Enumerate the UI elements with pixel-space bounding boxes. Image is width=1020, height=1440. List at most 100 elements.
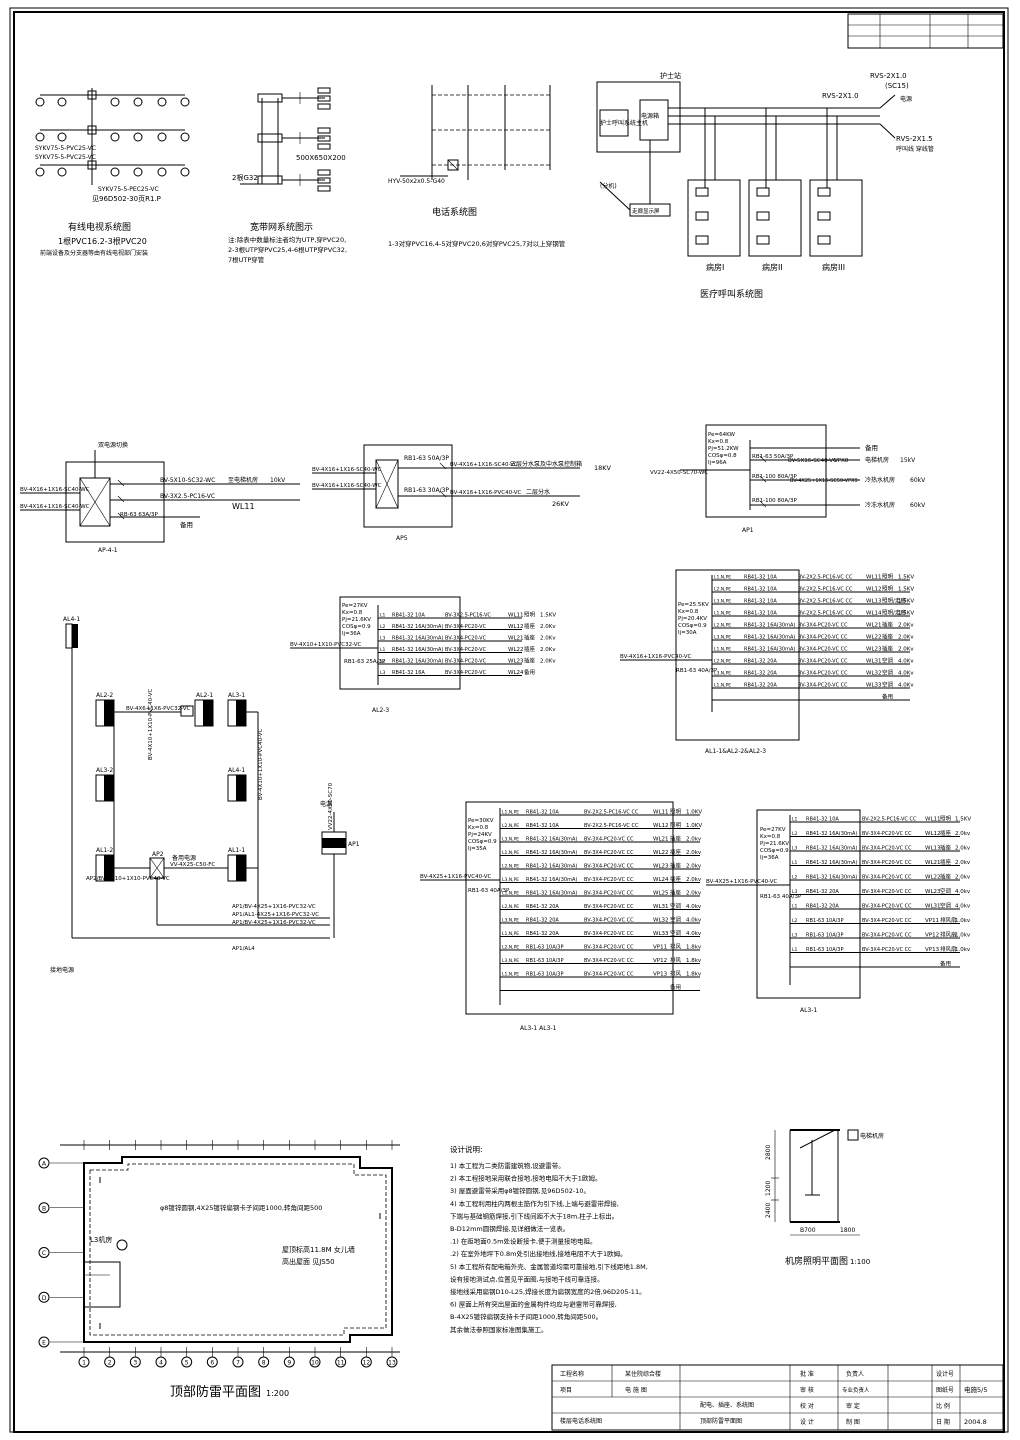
riser-ap1: AP1	[348, 841, 360, 848]
circuit-cable: BV-3X4-PC20-VC CC	[862, 889, 912, 895]
al31-main: RB1-63 40A/3P	[468, 888, 510, 894]
tb-drawing-name-2: 楼层电话系统图	[560, 1417, 602, 1425]
note-line: 1) 本工程为二类防雷建筑物,设避雷带。	[450, 1161, 565, 1170]
tb-drawing-name-1: 配电、插座、系统图	[700, 1401, 754, 1409]
nurse-main: 护士呼叫系统主机	[600, 119, 648, 127]
al1-main: RB1-63 40A/3P	[676, 668, 718, 674]
panel-al4	[706, 809, 861, 999]
al1-cos: COSφ=0.9	[678, 623, 707, 629]
circuit-cable: BV-3X4-PC20-VC CC	[584, 904, 634, 910]
panel-ap5	[312, 444, 580, 528]
phone-diagram	[400, 85, 551, 180]
ap1-o3-kw: 60kV	[910, 502, 926, 509]
circuit-use: 插座	[524, 622, 536, 630]
al23-kx: Kx=0.8	[342, 610, 363, 616]
circuit-load: 1.5KV	[540, 613, 556, 619]
circuit-cable: BV-2X2.5-PC16-VC CC	[798, 599, 853, 605]
circuit-breaker: RB41-32 16A(30mA)	[526, 891, 577, 897]
circuit-breaker: RB41-32 16A	[392, 670, 425, 676]
riser-al21: AL2-1	[196, 692, 213, 699]
circuit-breaker: RB41-32 16A(30mA)	[392, 659, 443, 665]
circuit-cable: BV-3X4-PC20-VC CC	[584, 850, 634, 856]
ap5-o2-label: 二层分水	[526, 488, 550, 496]
circuit-cable: BV-3X4-PC20-VC	[445, 624, 487, 630]
circuit-cable: BV-3X4-PC20-VC CC	[584, 837, 634, 843]
al23-id: AL2-3	[372, 707, 389, 714]
circuit-breaker: RB41-32 10A	[744, 575, 777, 581]
ap1-b1: RB1-63 50A/3P	[752, 454, 794, 460]
circuit-breaker: RB41-32 20A	[526, 931, 559, 937]
phone-cable: HYV-50x2x0.5-G40	[388, 178, 445, 185]
nurse-ward-1: 病房I	[706, 262, 724, 272]
circuit-cable: BV-3X2.5-PC16-VC	[445, 613, 491, 619]
circuit-cable: BV-2X2.5-PC16-VC CC	[862, 817, 917, 823]
nurse-ward-3: 病房III	[822, 262, 845, 272]
note-line: .1) 在距地面0.5m处设断接卡,便于测量接地电阻。	[450, 1237, 597, 1246]
nurse-power: 电源箱	[641, 112, 659, 120]
circuit-load: 2.0Kv	[898, 635, 914, 641]
axis-label: 8	[262, 1360, 266, 1367]
circuit-phase: L2,N,PE	[502, 945, 519, 951]
axis-bubble	[283, 1356, 295, 1368]
circuit-use: 插座	[670, 875, 682, 883]
nurse-cable-1b: (SC15)	[885, 82, 909, 90]
circuit-load: 2.0kv	[686, 850, 702, 856]
ap5-b1: RB1-63 50A/3P	[404, 455, 449, 462]
circuit-cable: BV-3X4-PC20-VC CC	[862, 933, 912, 939]
section-scale: 1:100	[850, 1258, 870, 1266]
circuit-load: 2.0kv	[955, 846, 971, 852]
nurse-label-call: 呼叫线 穿线管	[896, 145, 934, 153]
circuit-use: 备用	[940, 960, 951, 968]
ap5-o1-kw: 18KV	[594, 464, 612, 472]
circuit-code: WL22	[653, 850, 669, 856]
circuit-load: 4.0kv	[686, 904, 702, 910]
circuit-phase: L1	[380, 647, 386, 653]
tb-check: 校 对	[800, 1402, 814, 1410]
circuit-breaker: RB41-32 10A	[744, 587, 777, 593]
ap1-ij: Ij=96A	[708, 460, 727, 466]
broadband-diagram	[240, 87, 331, 192]
circuit-breaker: RB41-32 16A(30mA)	[526, 837, 577, 843]
circuit-code: WL31	[653, 904, 669, 910]
ap5-b2: RB1-63 30A/3P	[404, 487, 449, 494]
panel-al1	[620, 569, 800, 741]
al1-kx: Kx=0.8	[678, 609, 699, 615]
axis-label: 11	[337, 1360, 345, 1367]
circuit-load: 2.0kv	[955, 831, 971, 837]
circuit-cable: BV-3X4-PC20-VC CC	[862, 860, 912, 866]
panel-ap1	[680, 424, 860, 518]
circuit-use: 照明/走廊	[882, 597, 906, 605]
circuit-use: 插座	[882, 633, 894, 641]
axis-label: 12	[363, 1360, 371, 1367]
circuit-phase: L2,N,PE	[714, 587, 731, 593]
circuit-phase: L3	[792, 889, 798, 895]
phone-title: 电话系统图	[432, 206, 477, 218]
al1-pj: Pj=20.4KV	[678, 616, 707, 622]
note-line: 2) 本工程接地采用联合接地,接地电阻不大于1欧姆。	[450, 1174, 601, 1183]
circuit-cable: BV-3X4-PC20-VC CC	[584, 891, 634, 897]
circuit-code: WL21	[653, 837, 669, 843]
circuit-breaker: RB1-63 10A/3P	[526, 958, 564, 964]
circuit-code: WL14	[866, 611, 882, 617]
axis-bubble	[360, 1356, 372, 1368]
tv-title: 有线电视系统图	[68, 221, 131, 233]
circuit-load: 1.8kv	[686, 945, 702, 951]
al23-ij: Ij=36A	[342, 631, 361, 637]
al31-kx: Kx=0.8	[468, 825, 489, 831]
note-line: 5) 本工程所有配电箱外壳、金属管道均需可靠接地,引下线距地1.8M,	[450, 1262, 648, 1271]
ap1-pj: Pj=51.2KW	[708, 446, 739, 452]
circuit-use: 排风	[670, 956, 682, 964]
riser-cable-8: AP1/BV-4X25+1X16-PVC32-VC	[232, 920, 316, 926]
notes-list: 1) 本工程为二类防雷建筑物,设避雷带。 2) 本工程接地采用联合接地,接地电阻不…	[450, 1161, 648, 1334]
tb-design-no: 设计号	[936, 1370, 954, 1378]
circuit-code: WL22	[925, 875, 941, 881]
circuit-code: WL22	[866, 635, 882, 641]
riser-ap2-label: 备用电源	[172, 854, 196, 862]
axis-label: B	[42, 1205, 46, 1212]
axis-label: D	[42, 1295, 47, 1302]
circuit-breaker: RB1-63 10A/3P	[806, 947, 844, 953]
circuit-cable: BV-3X4-PC20-VC CC	[584, 945, 634, 951]
circuit-use: 照明	[882, 586, 894, 593]
al1-pe: Pe=25.5KV	[678, 602, 709, 608]
